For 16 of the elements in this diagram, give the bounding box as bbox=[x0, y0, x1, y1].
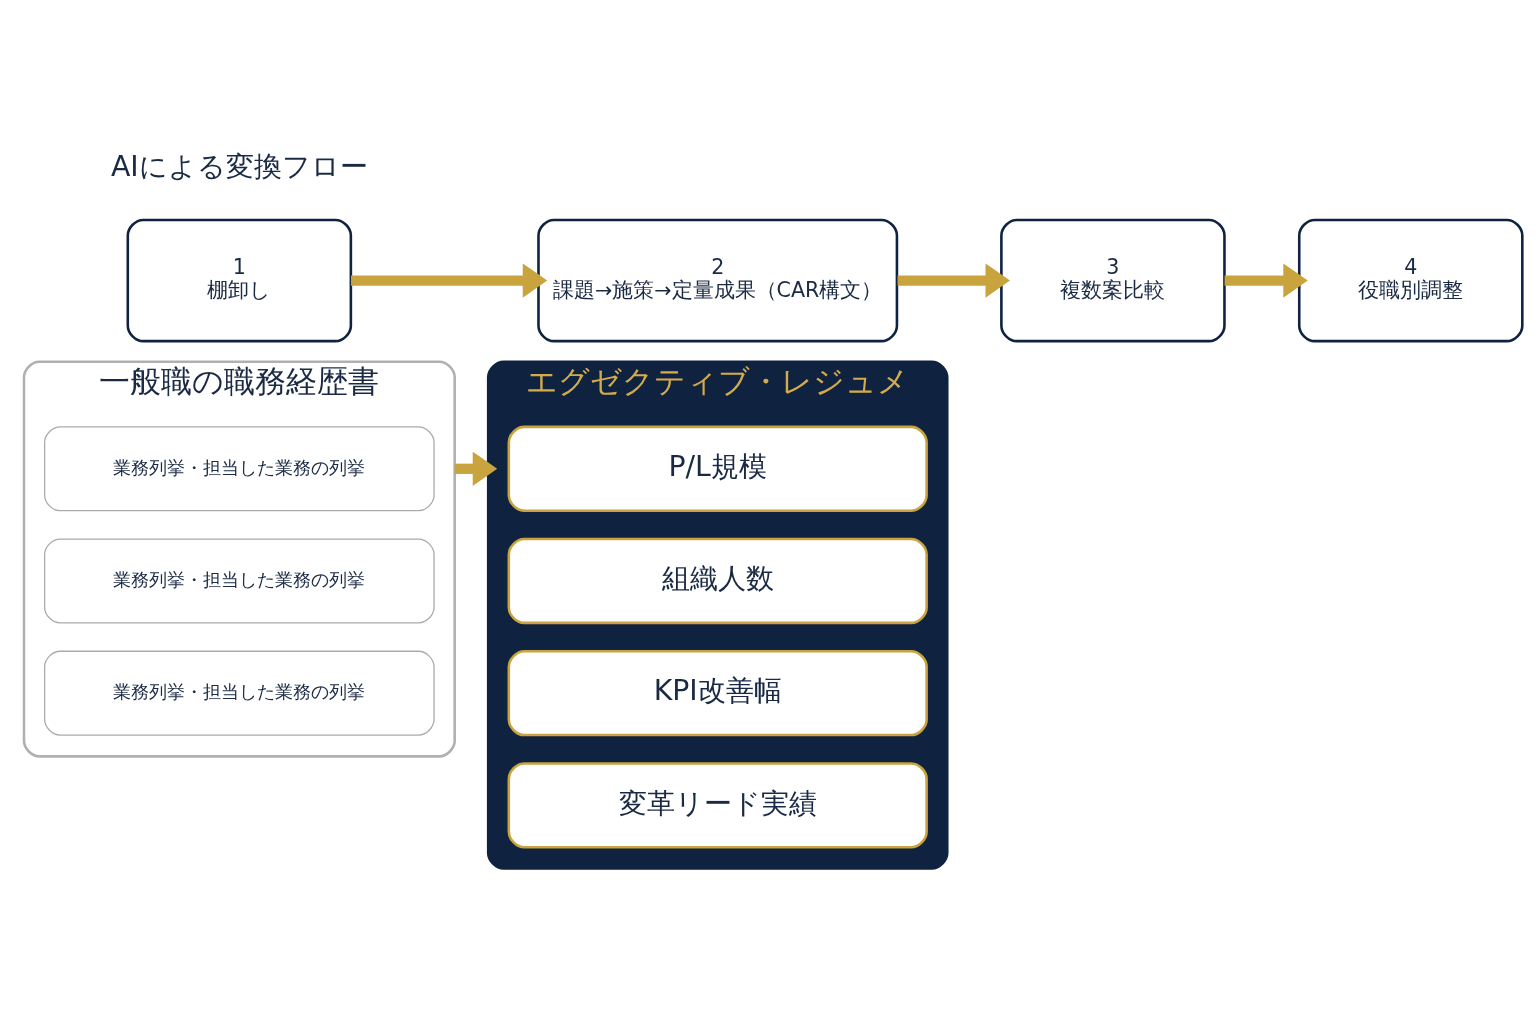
arrow bbox=[454, 451, 498, 486]
node-box: 変革リード実績 bbox=[507, 762, 928, 849]
arrow bbox=[897, 263, 1010, 298]
node-box: 1 棚卸し bbox=[126, 218, 353, 343]
node-box: 4 役職別調整 bbox=[1297, 218, 1524, 343]
label: AIによる変換フロー bbox=[110, 149, 368, 183]
node-box: 業務列挙・担当した業務の列挙 bbox=[44, 538, 435, 624]
node-box: 業務列挙・担当した業務の列挙 bbox=[44, 650, 435, 736]
arrow bbox=[350, 263, 548, 298]
node-box: 組織人数 bbox=[507, 537, 928, 625]
node-box: 3 複数案比較 bbox=[1000, 218, 1226, 343]
node-box: P/L規模 bbox=[507, 425, 928, 512]
node-box: KPI改善幅 bbox=[507, 649, 928, 737]
node-box: 2 課題→施策→定量成果（CAR構文） bbox=[537, 218, 899, 343]
arrow bbox=[1224, 263, 1308, 298]
node-box: 業務列挙・担当した業務の列挙 bbox=[44, 426, 435, 512]
